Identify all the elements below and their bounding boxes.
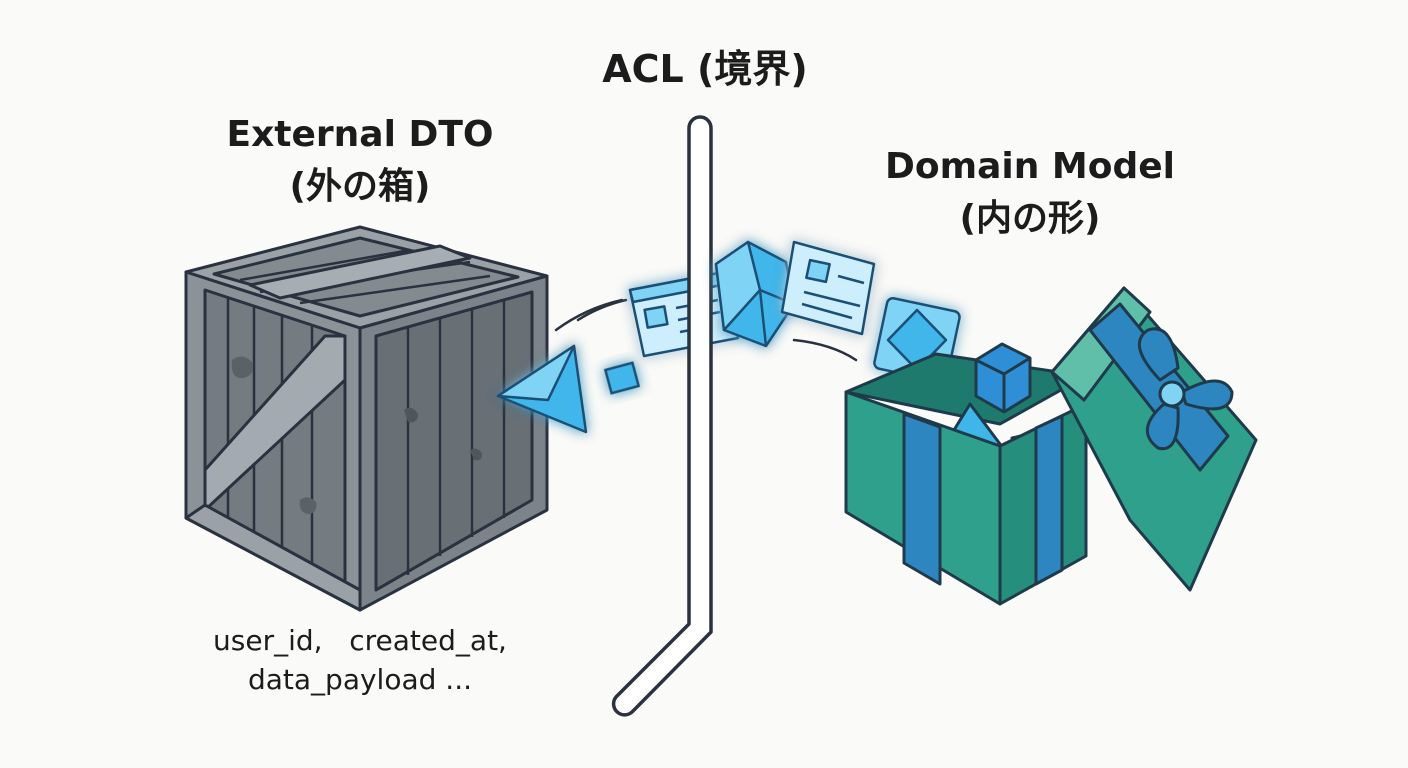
dto-fields-line-1: user_id, created_at, [213, 624, 507, 657]
dto-fields-line-2: data_payload ... [247, 663, 472, 696]
domain-model-subtitle: (内の形) [959, 198, 1101, 239]
boundary-wall-icon [611, 115, 713, 717]
pyramid-icon [496, 344, 588, 434]
gift-box-icon [844, 286, 1258, 606]
polyhedron-icon [714, 240, 796, 348]
acl-title: ACL (境界) [602, 47, 808, 91]
crate-icon [184, 225, 549, 612]
motion-trail-left [554, 298, 628, 332]
data-card-icon-2 [780, 240, 876, 336]
external-dto-subtitle: (外の箱) [289, 166, 431, 207]
domain-model-title: Domain Model [884, 146, 1175, 187]
external-dto-title: External DTO [226, 114, 494, 155]
motion-trail-right [792, 338, 858, 362]
cube-icon [603, 361, 641, 395]
